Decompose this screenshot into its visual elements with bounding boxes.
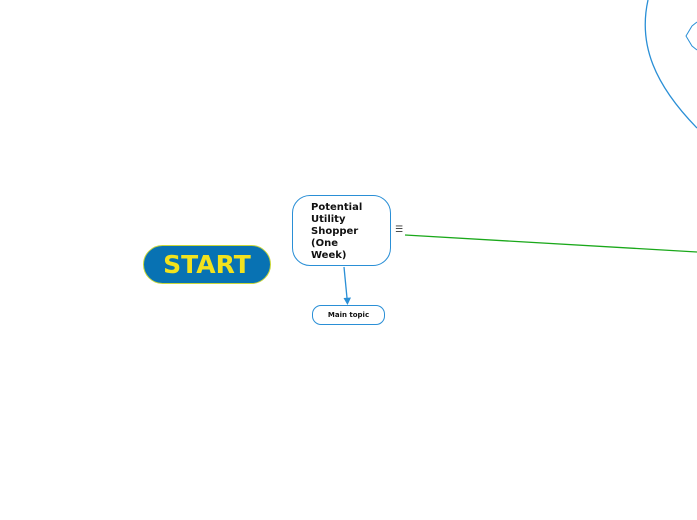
partial-hexagon-node[interactable] (685, 21, 697, 51)
topic-node-potential-utility-shopper[interactable]: Potential Utility Shopper (One Week) (292, 195, 391, 266)
main-topic-node[interactable]: Main topic (312, 305, 385, 325)
blue-curve-link (644, 0, 697, 129)
topic-to-subtopic-link (343, 266, 348, 299)
arrow-head (343, 297, 351, 305)
start-node[interactable]: START (143, 245, 271, 284)
green-link (404, 234, 697, 253)
notes-icon[interactable]: ☰ (395, 225, 404, 235)
